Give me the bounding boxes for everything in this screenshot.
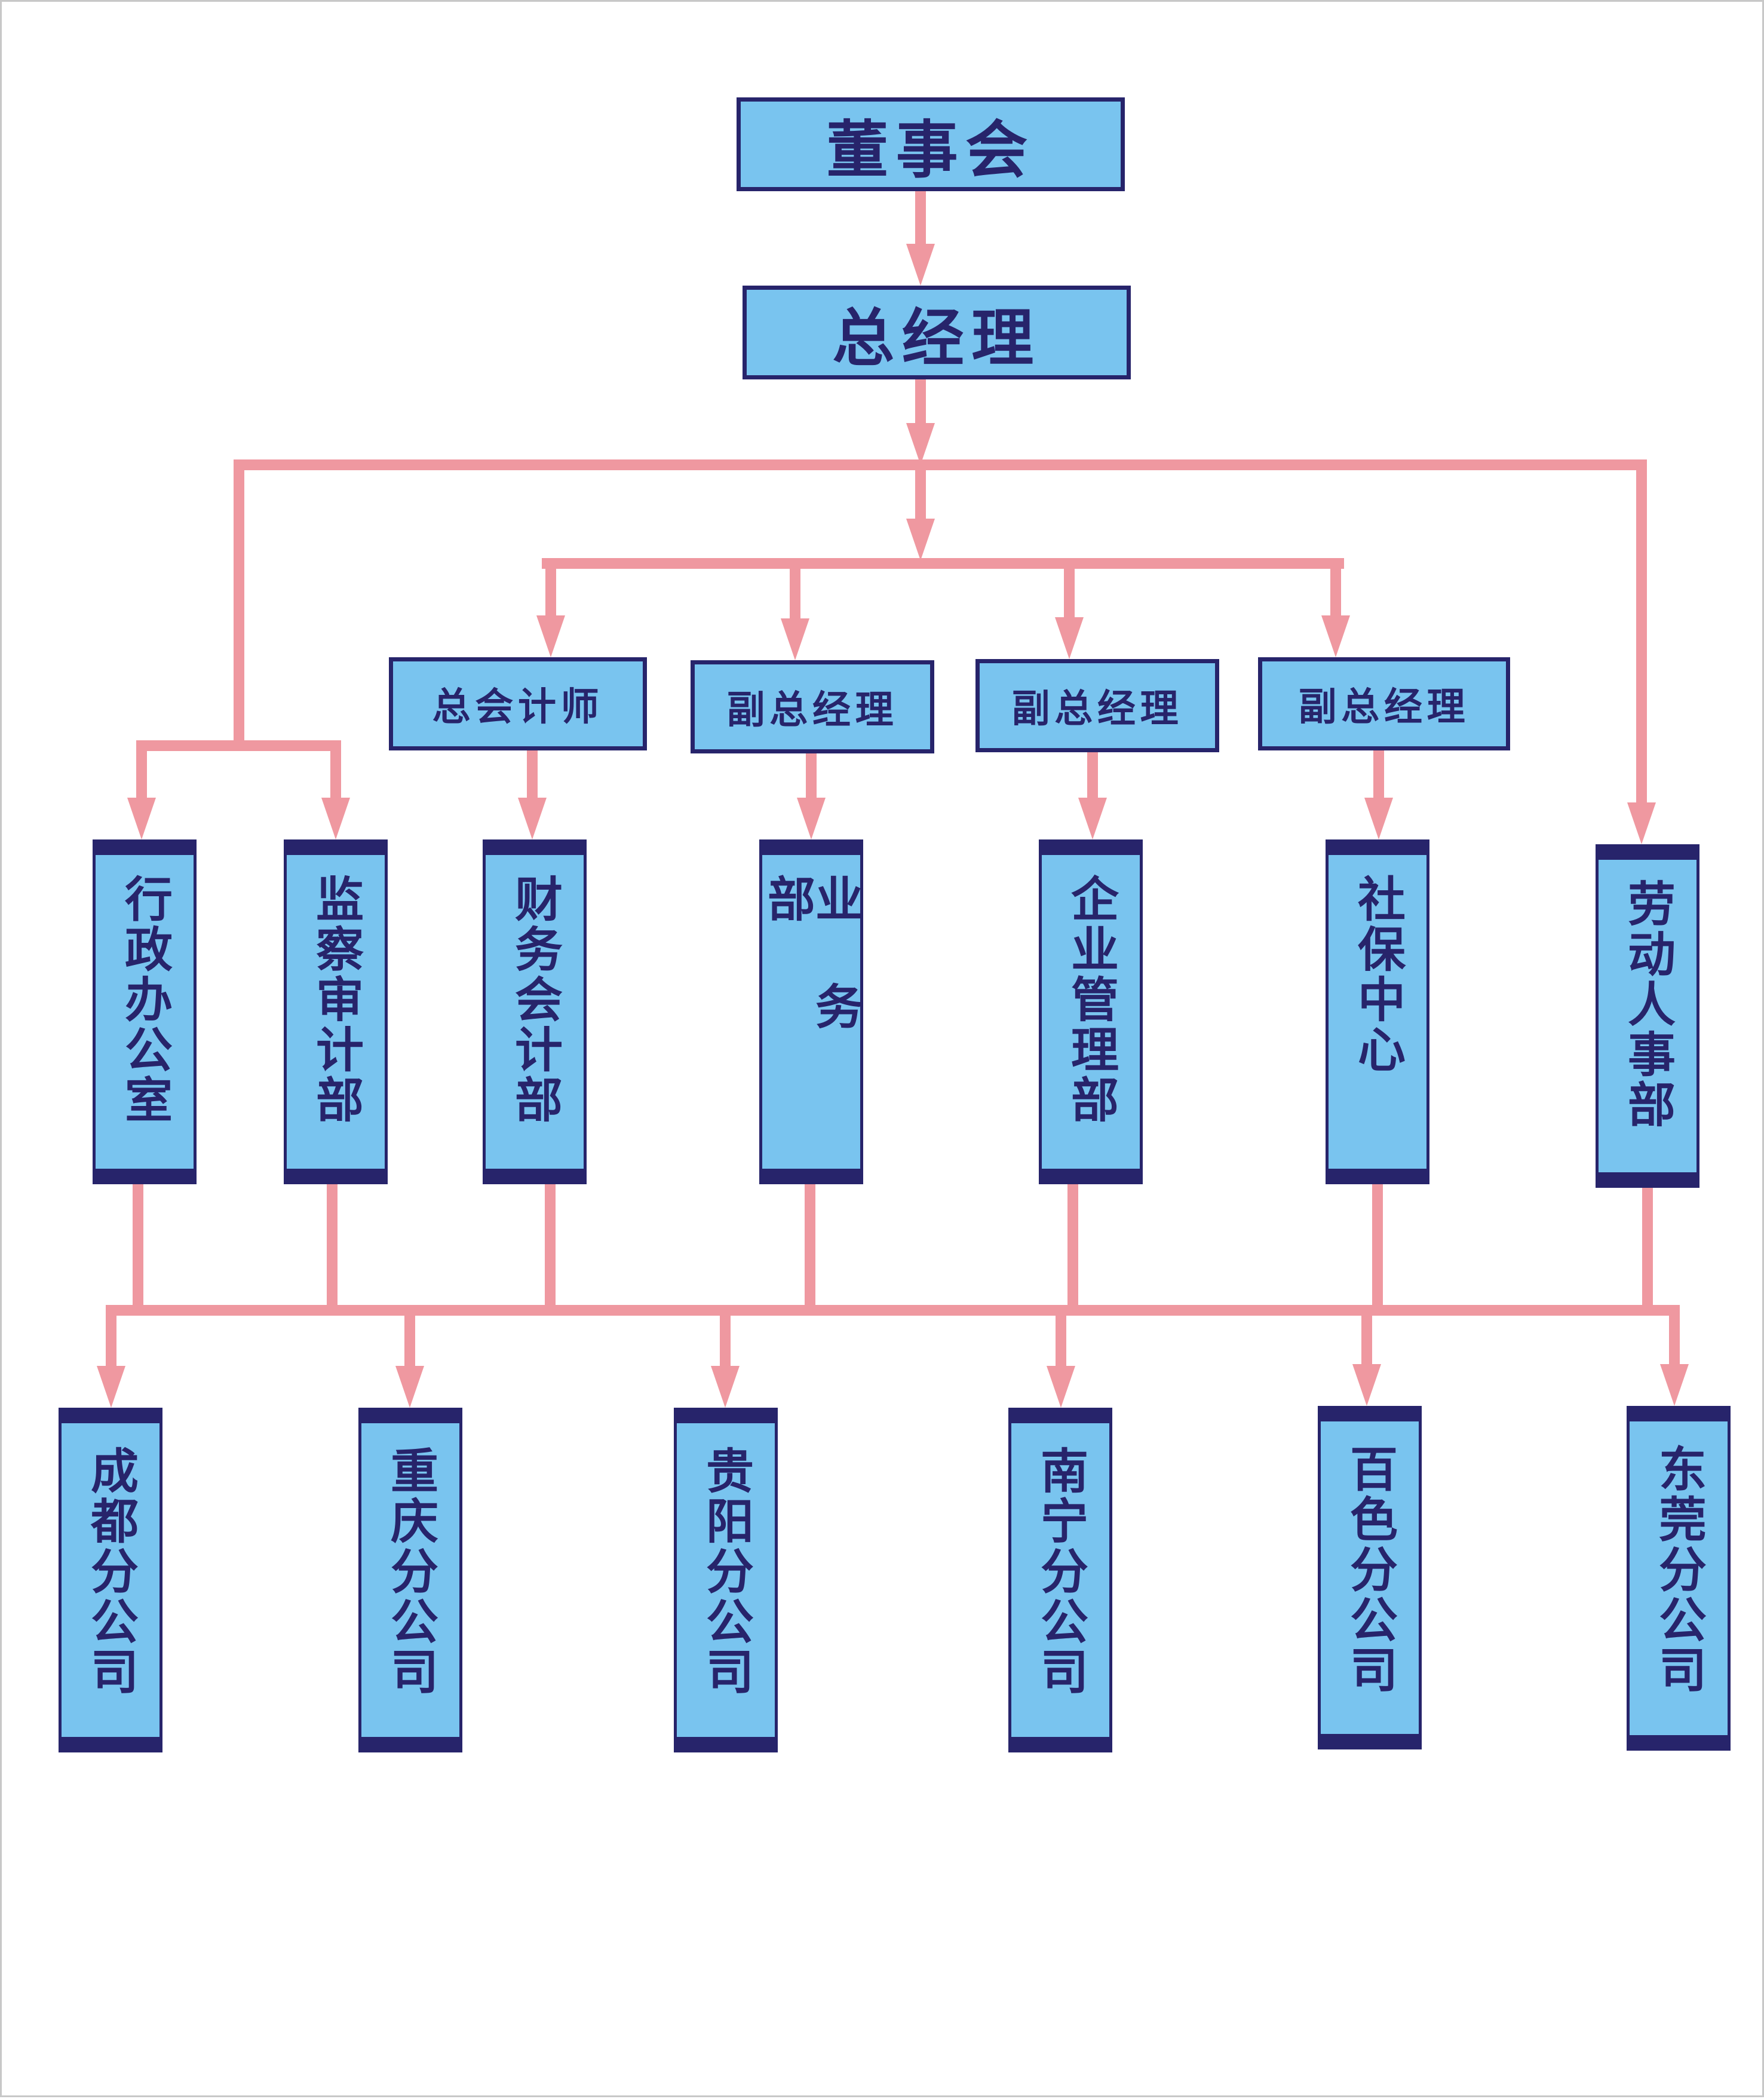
branch-chengdu: 成都分公司: [59, 1408, 162, 1752]
general-manager-label: 总经理: [832, 302, 1041, 375]
dept-admin-office: 行政办公室: [93, 839, 197, 1184]
branch-baise: 百色分公司: [1318, 1406, 1422, 1749]
dept-audit-label: 监察审计部: [308, 874, 364, 1125]
arrowhead-31: [1352, 1364, 1381, 1406]
deputy-gm-box-2: 副总经理: [975, 659, 1219, 752]
arrowhead-13: [321, 798, 350, 839]
arrowhead-2: [906, 423, 935, 465]
arrowhead-32: [1660, 1364, 1689, 1406]
dept-finance-label: 财务会计部: [507, 874, 563, 1125]
arrowhead-12: [127, 798, 156, 839]
dept-finance: 财务会计部: [483, 839, 587, 1184]
arrowhead-29: [711, 1366, 740, 1408]
branch-guiyang-label: 贵阳分公司: [698, 1446, 754, 1697]
arrowhead-15: [518, 798, 547, 839]
board-box: 董事会: [737, 97, 1125, 191]
branch-nanning-label: 南宁分公司: [1033, 1446, 1088, 1697]
deputy-gm-label-3: 副总经理: [1298, 685, 1470, 730]
dept-social-security: 社保中心: [1326, 839, 1429, 1184]
arrowhead-16: [797, 798, 826, 839]
arrowhead-1: [906, 244, 935, 286]
chief-accountant-box: 总会计师: [389, 657, 647, 750]
arrowhead-14: [1627, 802, 1656, 844]
arrowhead-8: [1055, 617, 1084, 659]
deputy-gm-box-1: 副总经理: [691, 660, 934, 753]
dept-labor-hr-label: 劳动人事部: [1620, 879, 1676, 1130]
branch-chongqing: 重庆分公司: [358, 1408, 462, 1752]
branch-dongguan-label: 东莞分公司: [1651, 1444, 1707, 1695]
branch-baise-label: 百色分公司: [1342, 1444, 1398, 1695]
general-manager-box: 总经理: [743, 286, 1131, 379]
dept-business-label: 业务部: [760, 874, 863, 1089]
branch-dongguan: 东莞分公司: [1627, 1406, 1731, 1751]
arrowhead-7: [781, 618, 809, 660]
branch-guiyang: 贵阳分公司: [674, 1408, 778, 1752]
arrowhead-27: [97, 1366, 125, 1408]
dept-business: 业务部: [759, 839, 863, 1184]
branch-chongqing-label: 重庆分公司: [383, 1446, 438, 1697]
branch-chengdu-label: 成都分公司: [83, 1446, 139, 1697]
chief-accountant-label: 总会计师: [432, 685, 604, 730]
arrowhead-6: [536, 615, 565, 657]
arrowhead-4: [906, 519, 935, 560]
deputy-gm-label-2: 副总经理: [1011, 687, 1183, 731]
dept-enterprise-mgmt-label: 企业管理部: [1063, 874, 1119, 1125]
arrowhead-17: [1078, 798, 1107, 839]
dept-audit: 监察审计部: [284, 839, 388, 1184]
board-label: 董事会: [826, 114, 1035, 186]
arrowhead-18: [1364, 798, 1393, 839]
deputy-gm-label-1: 副总经理: [726, 688, 898, 733]
dept-labor-hr: 劳动人事部: [1596, 844, 1699, 1188]
dept-admin-office-label: 行政办公室: [117, 874, 173, 1125]
arrowhead-30: [1047, 1366, 1075, 1408]
arrowhead-28: [395, 1366, 424, 1408]
branch-nanning: 南宁分公司: [1008, 1408, 1112, 1752]
dept-social-security-label: 社保中心: [1350, 874, 1406, 1075]
dept-enterprise-mgmt: 企业管理部: [1039, 839, 1143, 1184]
arrowhead-9: [1321, 615, 1350, 657]
deputy-gm-box-3: 副总经理: [1258, 657, 1510, 750]
